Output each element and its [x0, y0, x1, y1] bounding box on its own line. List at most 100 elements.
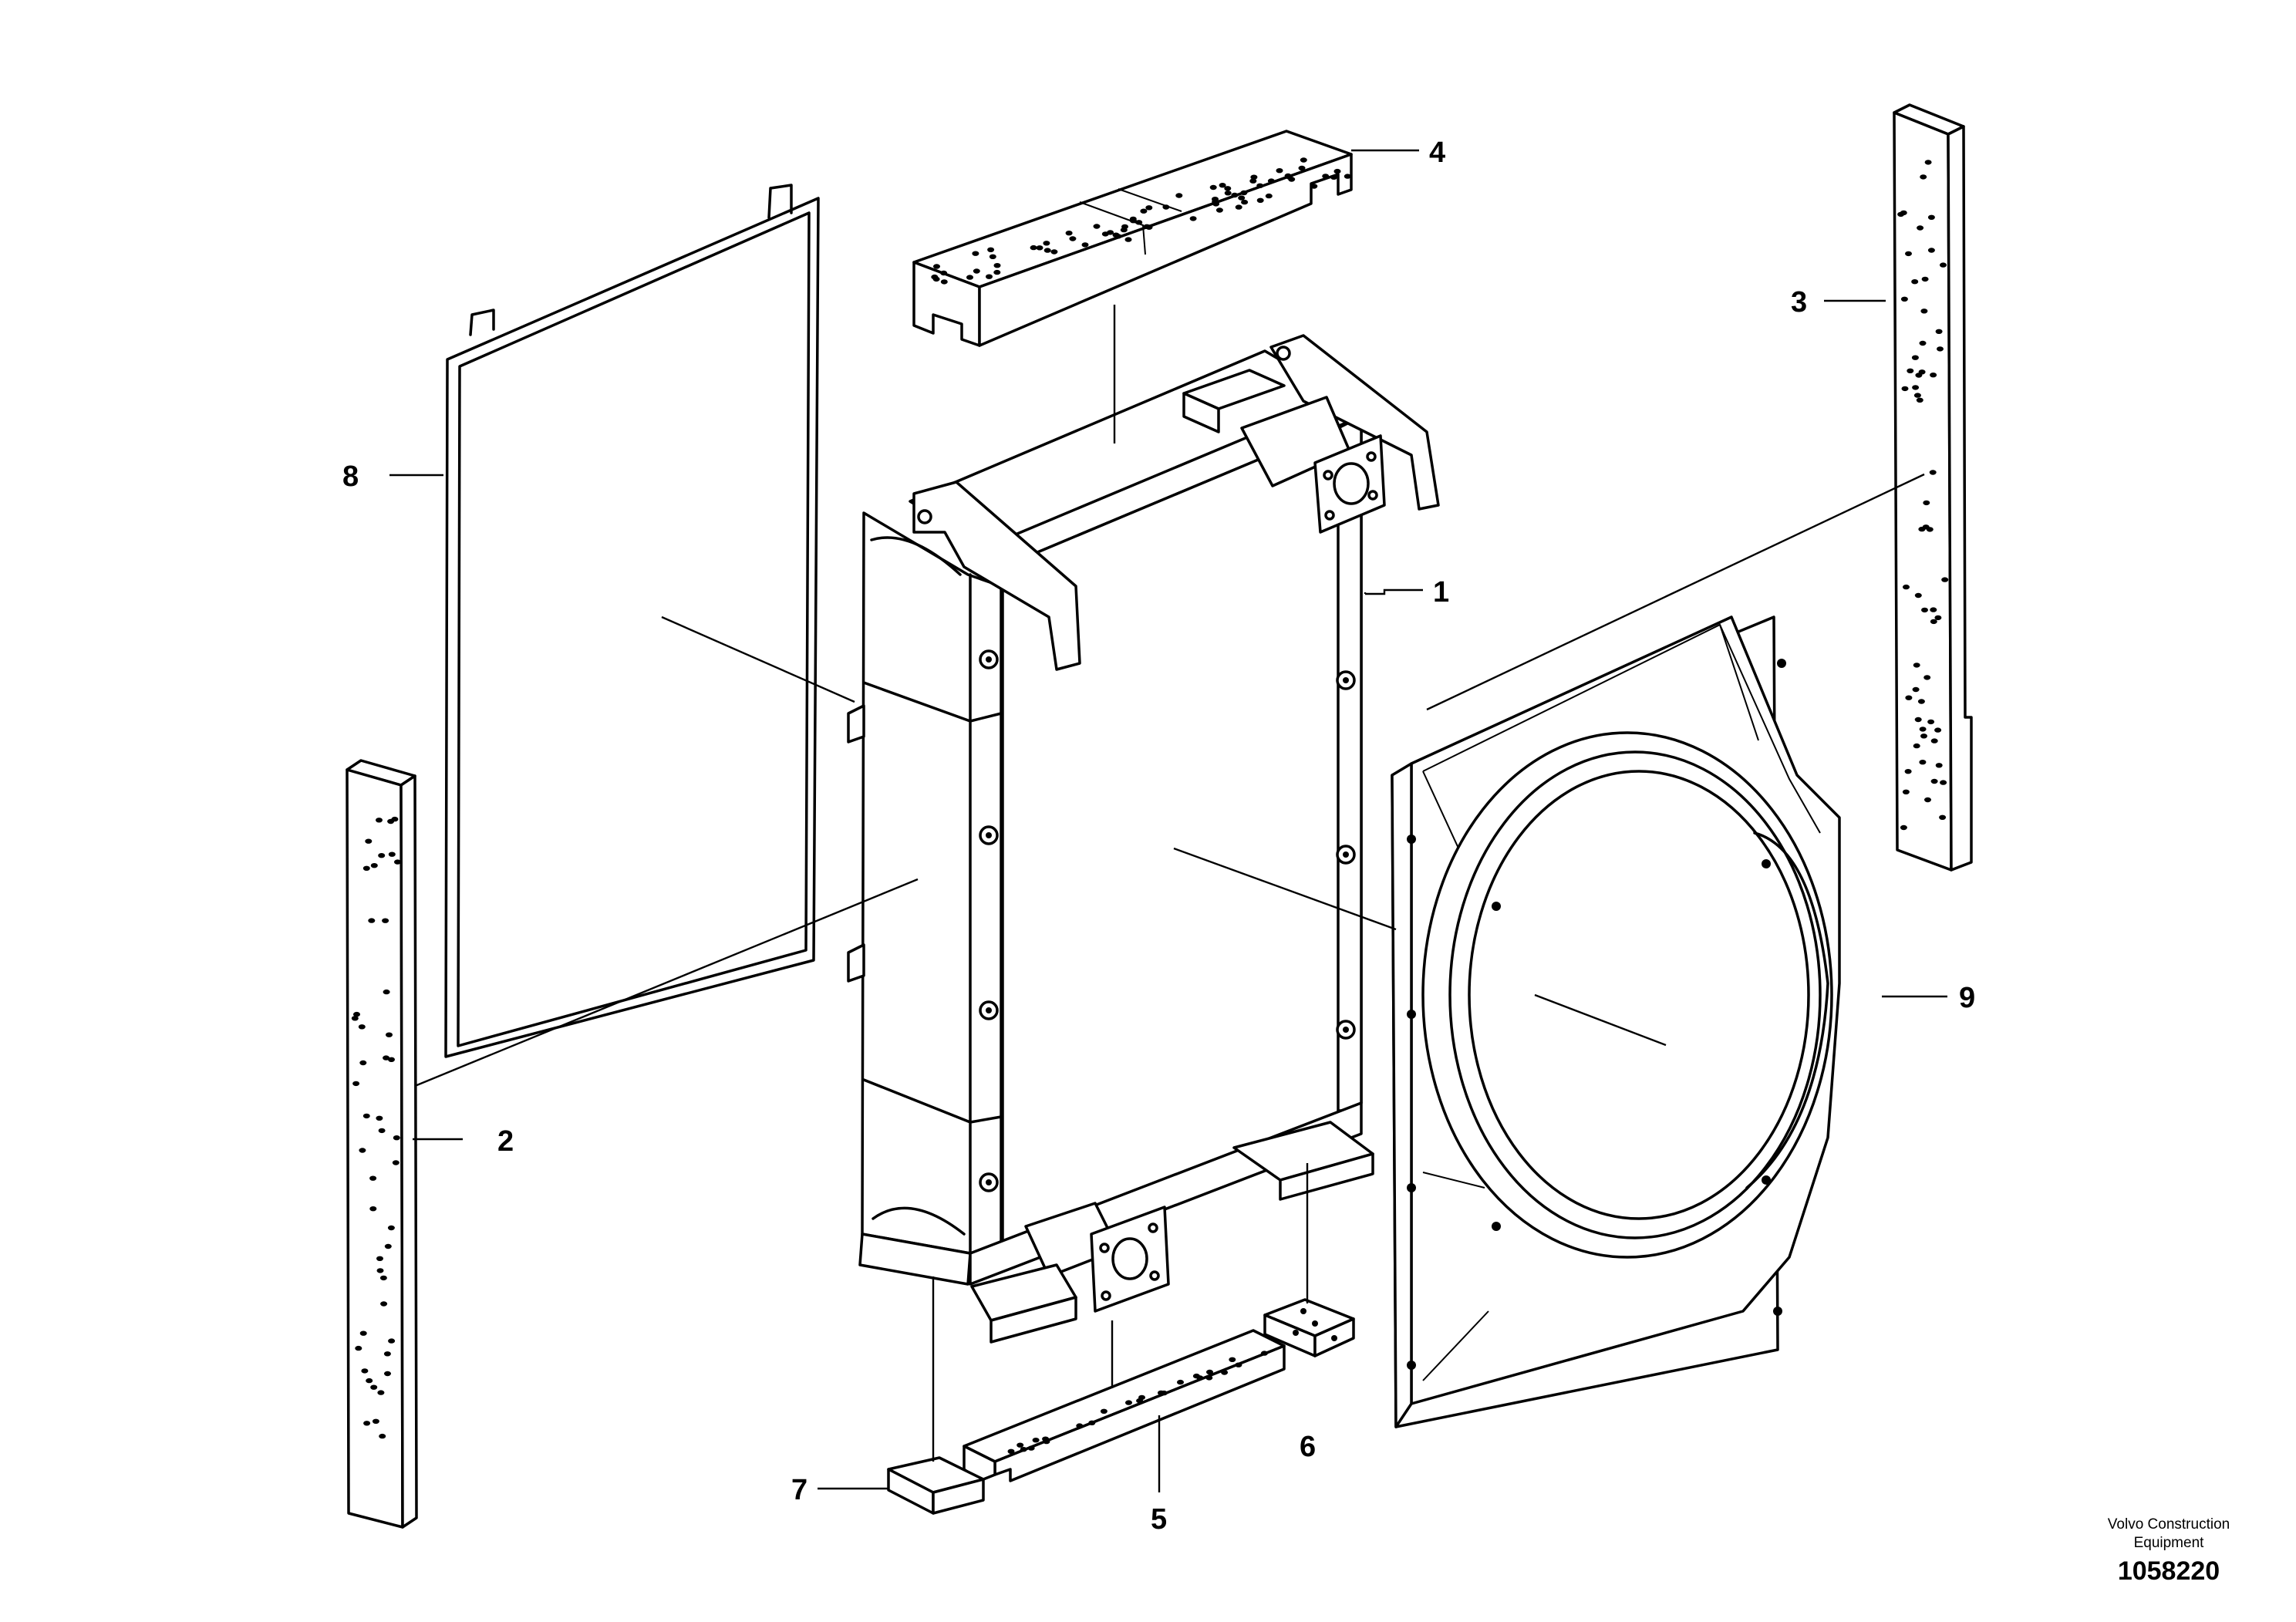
hole-dot — [966, 275, 973, 280]
hole-dot — [1921, 276, 1929, 282]
hole-dot — [1241, 199, 1249, 205]
hole-dot — [353, 1011, 360, 1017]
hole-dot — [1076, 1423, 1084, 1428]
hole-dot — [1157, 1390, 1165, 1396]
hole-dot — [972, 251, 979, 256]
callout-6: 6 — [1300, 1431, 1316, 1463]
hole-dot — [1907, 368, 1914, 373]
bolt-center — [1343, 677, 1349, 683]
hole-dot — [369, 1175, 377, 1181]
hole-dot — [1125, 1400, 1132, 1405]
hole-dot — [1276, 168, 1283, 174]
hole-dot — [1935, 763, 1943, 768]
shroud-hole — [1777, 659, 1786, 668]
strip-holes — [1897, 160, 1949, 831]
bolt-center — [986, 1007, 992, 1013]
shroud-hole — [1407, 835, 1416, 844]
hole-dot — [1917, 225, 1924, 231]
hole-dot — [1265, 193, 1273, 199]
hole-dot — [380, 1301, 388, 1307]
hole-dot — [378, 853, 386, 858]
shroud-hole — [1492, 1222, 1501, 1231]
hole-dot — [1189, 216, 1197, 221]
shroud-hole — [1773, 1307, 1782, 1316]
hole-dot — [372, 1418, 379, 1425]
brand-line-2: Equipment — [2134, 1535, 2205, 1551]
core-bolts — [979, 649, 1356, 1192]
block-7 — [887, 1456, 985, 1515]
hole-dot — [379, 1275, 387, 1281]
hole-dot — [1256, 197, 1264, 203]
screen-panel — [444, 184, 820, 1058]
hole-dot — [989, 254, 996, 259]
hole-dot — [1914, 592, 1922, 599]
hole-dot — [388, 1338, 396, 1344]
callout-8: 8 — [342, 460, 359, 493]
hole-dot — [1235, 1362, 1242, 1367]
hole-dot — [1007, 1448, 1015, 1455]
hole-dot — [1927, 719, 1935, 725]
hole-dot — [1937, 346, 1944, 352]
hole-dot — [1923, 500, 1930, 506]
hole-dot — [1911, 279, 1919, 285]
hole-dot — [358, 1024, 366, 1030]
strip-holes — [351, 816, 401, 1439]
hole-dot — [1912, 686, 1920, 693]
shroud-hole — [1407, 1361, 1416, 1370]
hole-dot — [1900, 824, 1907, 831]
hole-dot — [1912, 385, 1920, 390]
hole-dot — [1114, 234, 1122, 239]
hole-dot — [388, 851, 396, 857]
hole-dot — [1065, 231, 1073, 236]
hole-dot — [1017, 1442, 1024, 1448]
hole-dot — [1905, 251, 1912, 257]
hole-dot — [1224, 191, 1232, 196]
hole-dot — [1145, 205, 1153, 211]
hole-dot — [1206, 1369, 1213, 1375]
hole-dot — [1913, 743, 1920, 749]
hole-dot — [1930, 778, 1938, 784]
hole-dot — [1300, 157, 1307, 163]
hole-dot — [368, 918, 376, 923]
hole-dot — [1229, 1357, 1236, 1363]
hole-dot — [383, 1055, 390, 1061]
hole-dot — [933, 264, 940, 269]
hole-dot — [1069, 236, 1077, 241]
hole-dot — [1922, 524, 1930, 530]
hole-dot — [931, 274, 939, 280]
hole-dot — [1043, 248, 1051, 253]
hole-dot — [1919, 727, 1927, 732]
hole-dot — [1940, 262, 1947, 268]
hole-dot — [1322, 174, 1330, 179]
hole-dot — [391, 816, 399, 822]
shroud-hole — [1762, 859, 1771, 868]
hole-dot — [1934, 615, 1942, 621]
hole-dot — [1288, 177, 1296, 182]
hole-dot — [1935, 329, 1943, 334]
hole-dot — [1143, 224, 1151, 229]
hole-dot — [1913, 663, 1920, 668]
document-number: 1058220 — [2118, 1556, 2220, 1586]
shroud-hole — [1762, 1175, 1771, 1185]
hole-dot — [1205, 1375, 1213, 1381]
hole-dot — [1081, 242, 1089, 248]
hole-dot — [993, 269, 1001, 275]
hole-dot — [352, 1081, 360, 1087]
footer-block: Volvo Construction Equipment 1058220 — [2108, 1516, 2230, 1586]
hole-dot — [1901, 386, 1909, 392]
upper-mounting-bar — [912, 130, 1353, 347]
hole-dot — [1927, 214, 1935, 220]
hole-dot — [384, 1371, 391, 1377]
hole-dot — [376, 1268, 384, 1273]
hole-dot — [1930, 607, 1937, 612]
hole-dot — [1918, 369, 1926, 375]
hole-dot — [1124, 237, 1132, 242]
hole-dot — [388, 1057, 395, 1063]
callout-1: 1 — [1433, 576, 1449, 609]
hole-dot — [1939, 814, 1947, 821]
shroud-hole — [1407, 1183, 1416, 1192]
hole-dot — [1138, 1394, 1145, 1401]
hole-dot — [376, 1115, 383, 1121]
hole-dot — [362, 865, 370, 872]
hole-dot — [361, 1368, 369, 1374]
